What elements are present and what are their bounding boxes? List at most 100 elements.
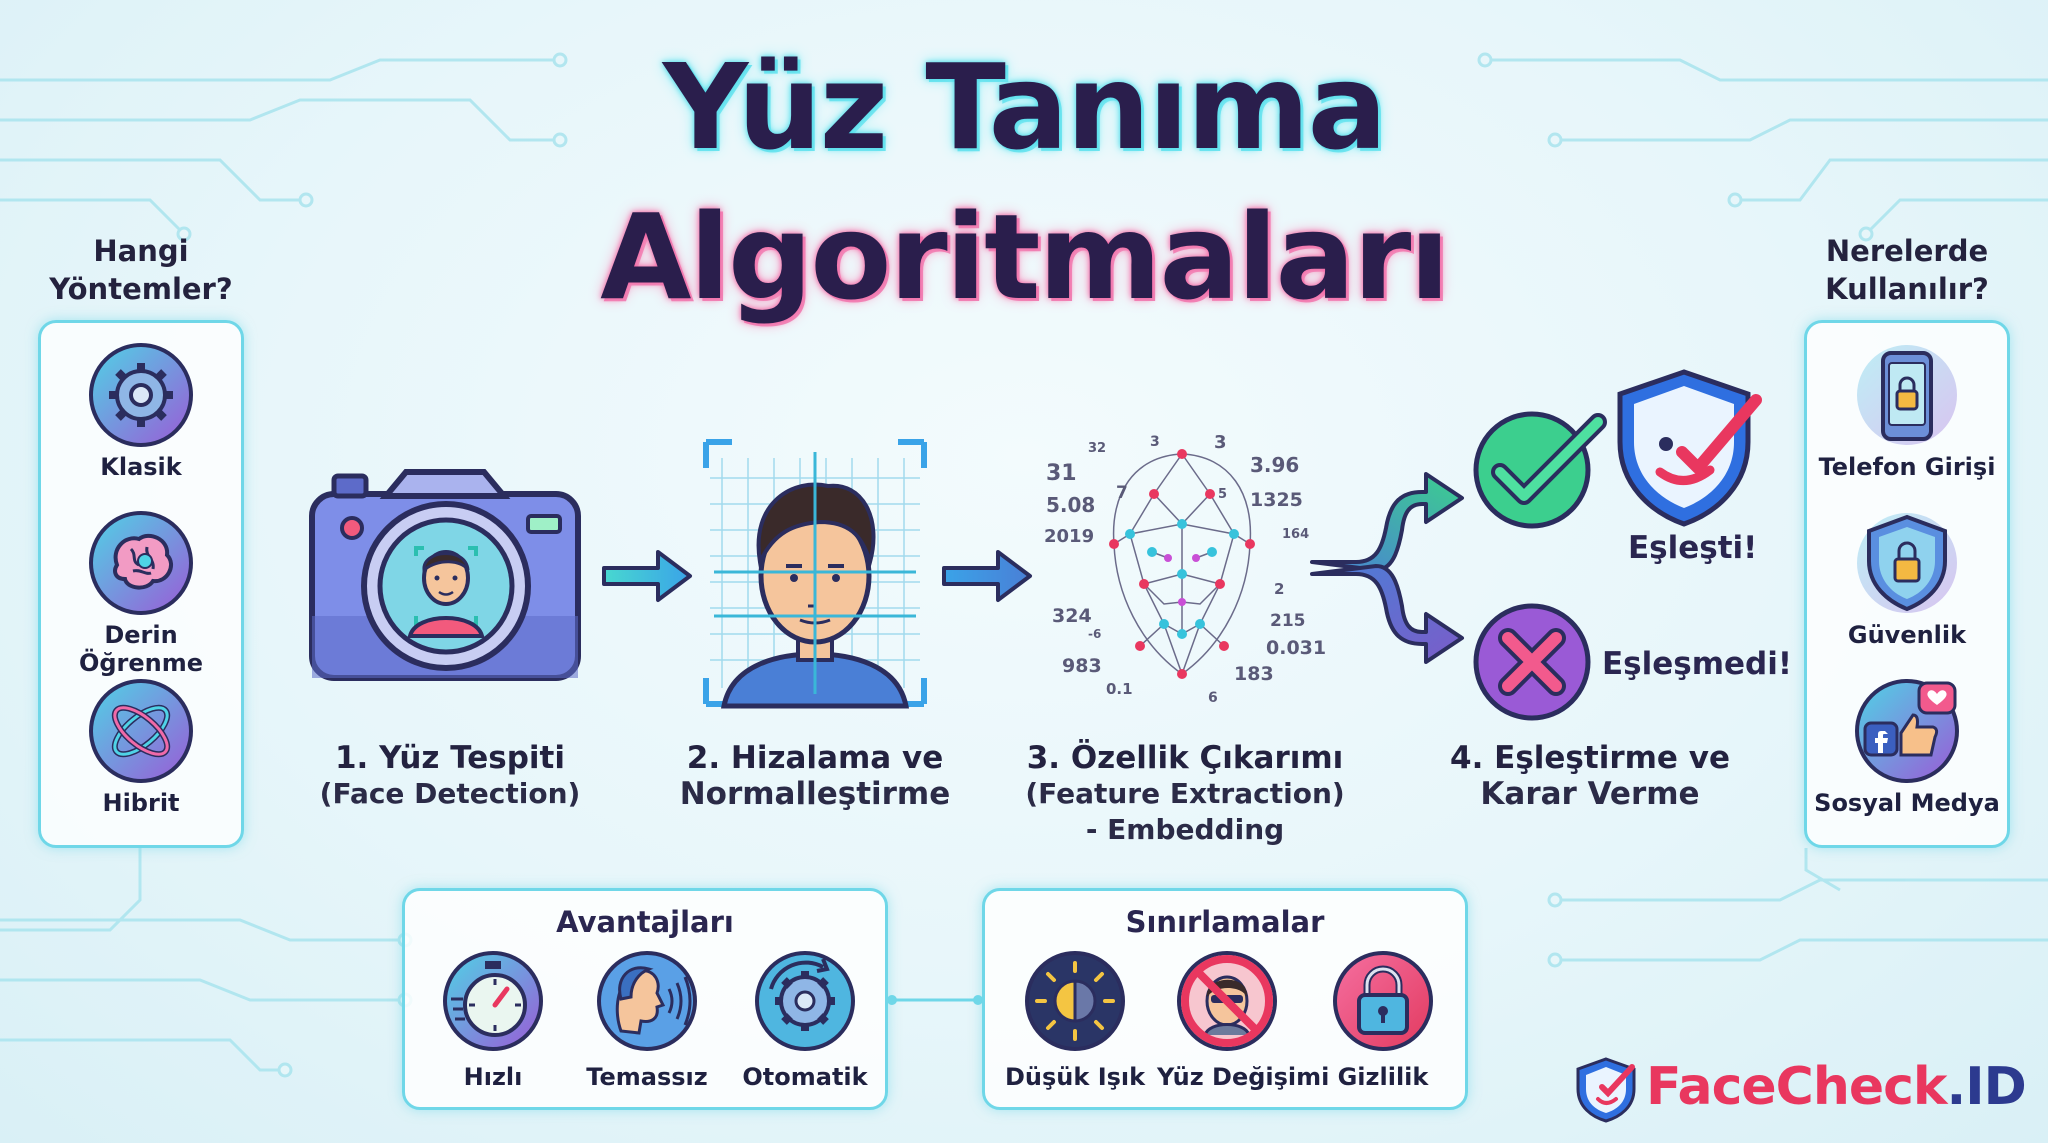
usage-panel: Telefon Girişi Güvenlik Sosyal Medya [1804, 320, 2010, 848]
step-2-label: 2. Hizalama ve Normalleştirme [660, 740, 970, 812]
method-item-hibrit: Hibrit [41, 677, 241, 817]
feature-number: 5.08 [1046, 493, 1095, 517]
step-4-subtitle: Karar Verme [1480, 776, 1700, 812]
method-label: Derin Öğrenme [78, 621, 204, 677]
feature-number: 164 [1282, 527, 1309, 542]
feature-number: 183 [1234, 663, 1274, 685]
advantage-label: Temassız [586, 1063, 708, 1091]
feature-number: 6 [1208, 690, 1218, 706]
arrow-right-icon [602, 550, 692, 602]
usage-label: Güvenlik [1847, 621, 1967, 649]
step-2-subtitle: Normalleştirme [679, 776, 951, 812]
shield-lock-icon [1857, 513, 1957, 613]
advantage-item-hizli: Hızlı [423, 949, 563, 1091]
camera-icon [309, 469, 581, 681]
match-result-label: Eşleşti! [1628, 530, 1758, 566]
feature-number: 5 [1218, 487, 1227, 502]
contactless-face-icon [597, 951, 697, 1051]
phone-lock-icon [1857, 345, 1957, 445]
page-title-line2: Algoritmaları [600, 188, 1450, 326]
advantages-title: Avantajları [556, 905, 734, 939]
step-3-embedding: - Embedding [1085, 813, 1285, 846]
brand-shield-icon [1576, 1057, 1636, 1123]
brand-name: FaceCheck.ID [1646, 1057, 2027, 1117]
feature-number: 0.1 [1106, 680, 1133, 698]
limitation-label: Gizlilik [1337, 1063, 1429, 1091]
limitation-label: Düşük Işık [1005, 1063, 1146, 1091]
step-4-label: 4. Eşleştirme ve Karar Verme [1430, 740, 1750, 812]
method-item-klasik: Klasik [41, 341, 241, 481]
stopwatch-icon [443, 951, 543, 1051]
feature-number: 0.031 [1266, 637, 1326, 659]
advantages-box: Avantajları Hızlı Temassız Otom [402, 888, 888, 1110]
left-heading-line2: Yöntemler? [49, 272, 233, 306]
feature-number: 983 [1062, 655, 1102, 677]
limitation-item-yuz-degisimi: Yüz Değişimi [1157, 949, 1330, 1091]
brain-icon [89, 511, 193, 615]
advantage-item-temassiz: Temassız [577, 949, 717, 1091]
facecheck-shield-icon [1617, 369, 1762, 527]
fork-arrow-icon [1310, 472, 1464, 664]
feature-number: 215 [1270, 611, 1306, 631]
feature-number: -6 [1088, 627, 1101, 641]
usage-label: Sosyal Medya [1814, 789, 2000, 817]
left-panel-heading: Hangi Yöntemler? [26, 232, 256, 308]
limitation-item-dusuk-isik: Düşük Işık [1005, 949, 1145, 1091]
limitations-title: Sınırlamalar [1125, 905, 1325, 939]
limitation-item-gizlilik: Gizlilik [1313, 949, 1453, 1091]
limitation-label: Yüz Değişimi [1157, 1063, 1330, 1091]
step-2-title: 2. Hizalama ve [686, 740, 944, 776]
left-heading-line1: Hangi [93, 234, 189, 268]
limitations-box: Sınırlamalar Düşük Işık Yüz Değişimi [982, 888, 1468, 1110]
brand-logo: FaceCheck.ID [1574, 1055, 2027, 1125]
step-3-label: 3. Özellik Çıkarımı (Feature Extraction)… [1020, 740, 1350, 848]
feature-number: 324 [1052, 605, 1092, 627]
step-1-label: 1. Yüz Tespiti (Face Detection) [300, 740, 600, 812]
feature-number: 3.96 [1250, 453, 1299, 477]
advantage-label: Otomatik [742, 1063, 868, 1091]
feature-number: 3 [1214, 432, 1227, 453]
right-heading-line2: Kullanılır? [1825, 272, 1989, 306]
low-light-icon [1025, 951, 1125, 1051]
advantage-item-otomatik: Otomatik [735, 949, 875, 1091]
feature-number: 2 [1274, 580, 1284, 598]
social-like-icon [1855, 679, 1959, 783]
feature-number: 3 [1150, 434, 1160, 450]
method-label: Klasik [100, 453, 182, 481]
feature-number: 31 [1046, 461, 1077, 486]
cross-icon [1473, 603, 1591, 721]
step-4-title: 4. Eşleştirme ve [1450, 740, 1730, 776]
usage-item-telefon: Telefon Girişi [1807, 341, 2007, 481]
privacy-lock-icon [1333, 951, 1433, 1051]
step-3-subtitle: (Feature Extraction) [1025, 777, 1345, 810]
face-mesh-icon [1109, 449, 1255, 679]
box-connector [887, 995, 983, 1005]
arrow-right-icon [942, 550, 1032, 602]
usage-item-guvenlik: Güvenlik [1807, 509, 2007, 649]
methods-panel: Klasik Derin Öğrenme Hibrit [38, 320, 244, 848]
right-heading-line1: Nerelerde [1825, 234, 1989, 268]
step-3-title: 3. Özellik Çıkarımı [1026, 740, 1344, 776]
check-icon [1473, 411, 1607, 529]
feature-number: 7 [1116, 483, 1128, 503]
step-1-subtitle: (Face Detection) [319, 777, 581, 810]
feature-number: 1325 [1250, 489, 1303, 511]
brand-name-main: FaceCheck [1646, 1057, 1948, 1117]
feature-number: 2019 [1044, 526, 1094, 547]
method-label: Hibrit [102, 789, 180, 817]
right-panel-heading: Nerelerde Kullanılır? [1792, 232, 2022, 308]
gear-icon [89, 343, 193, 447]
step-1-title: 1. Yüz Tespiti [334, 740, 565, 776]
method-item-derin-ogrenme: Derin Öğrenme [41, 509, 241, 677]
feature-number: 32 [1088, 441, 1106, 456]
hybrid-orbit-icon [89, 679, 193, 783]
auto-gear-icon [755, 951, 855, 1051]
face-change-icon [1177, 951, 1277, 1051]
no-match-result-label: Eşleşmedi! [1602, 646, 1793, 682]
page-title-line1: Yüz Tanıma [662, 38, 1388, 176]
usage-item-sosyal-medya: Sosyal Medya [1807, 677, 2007, 817]
usage-label: Telefon Girişi [1818, 453, 1996, 481]
aligned-face-icon [703, 439, 927, 709]
